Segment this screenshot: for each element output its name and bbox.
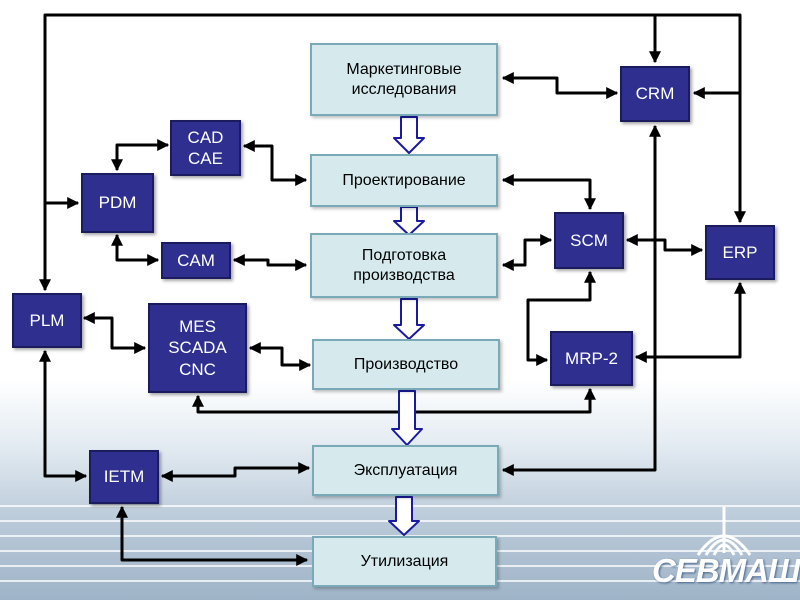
connector-cam-prep: [232, 254, 308, 271]
process-design[interactable]: Проектирование: [310, 154, 498, 207]
flow-arrow-operation-disposal: [388, 496, 420, 536]
system-plm[interactable]: PLM: [12, 293, 82, 348]
flow-arrow-marketing-design: [393, 116, 425, 154]
system-label: CAD CAE: [187, 127, 224, 168]
system-label: MRP-2: [565, 348, 618, 368]
process-label: Производство: [353, 355, 459, 373]
process-label: Маркетинговые исследования: [346, 60, 462, 98]
process-label: Проектирование: [342, 171, 466, 189]
system-crm[interactable]: CRM: [620, 66, 690, 122]
connector-cad-design: [242, 140, 308, 186]
process-label: Подготовка производства: [353, 246, 455, 284]
system-mrp2[interactable]: MRP-2: [550, 331, 633, 386]
system-scm[interactable]: SCM: [554, 212, 624, 269]
connector-mes-mrp: [192, 387, 596, 414]
connector-pdm-cam: [111, 233, 160, 266]
connector-ietm-disposal: [116, 505, 309, 566]
connector-plm-ietm: [39, 349, 88, 482]
process-operation[interactable]: Эксплуатация: [312, 445, 499, 496]
connector-crm-operation: [501, 124, 661, 476]
process-marketing-research[interactable]: Маркетинговые исследования: [310, 43, 498, 116]
connector-ietm-operation: [160, 462, 311, 482]
connector-marketing-crm: [501, 72, 619, 99]
connector-design-scm: [501, 174, 596, 211]
connector-erp-mrp: [634, 281, 746, 363]
process-label: Эксплуатация: [353, 461, 458, 479]
flow-arrow-prep-production: [393, 298, 425, 340]
system-pdm[interactable]: PDM: [81, 173, 154, 233]
system-ietm[interactable]: IETM: [89, 450, 159, 504]
system-label: CRM: [635, 84, 675, 104]
system-label: SCM: [570, 230, 608, 250]
flow-arrow-design-prep: [393, 206, 425, 236]
flow-arrow-production-operation: [391, 390, 423, 446]
connector-plm-mes: [82, 312, 147, 354]
system-erp[interactable]: ERP: [705, 225, 775, 280]
system-label: PLM: [29, 310, 65, 330]
connector-pdm-cad: [111, 139, 170, 172]
connector-scm-prep: [501, 234, 553, 271]
sevmash-logo-icon: [696, 507, 752, 556]
process-production[interactable]: Производство: [312, 339, 500, 390]
system-label: MES SCADA CNC: [168, 317, 227, 379]
connector-plm-top-frame: [39, 13, 746, 292]
logo-text: СЕВМАШ: [652, 552, 800, 589]
connector-scm-erp: [625, 234, 704, 256]
system-label: ERP: [722, 242, 758, 262]
system-cad-cae[interactable]: CAD CAE: [170, 120, 241, 176]
system-mes-scada-cnc[interactable]: MES SCADA CNC: [148, 303, 247, 393]
system-label: PDM: [98, 193, 137, 213]
process-production-prep[interactable]: Подготовка производства: [310, 233, 498, 298]
process-label: Утилизация: [360, 552, 449, 570]
system-cam[interactable]: CAM: [161, 242, 231, 279]
process-disposal[interactable]: Утилизация: [312, 536, 497, 587]
system-label: IETM: [103, 467, 145, 487]
connector-mes-production: [248, 342, 312, 371]
system-label: CAM: [177, 250, 215, 270]
